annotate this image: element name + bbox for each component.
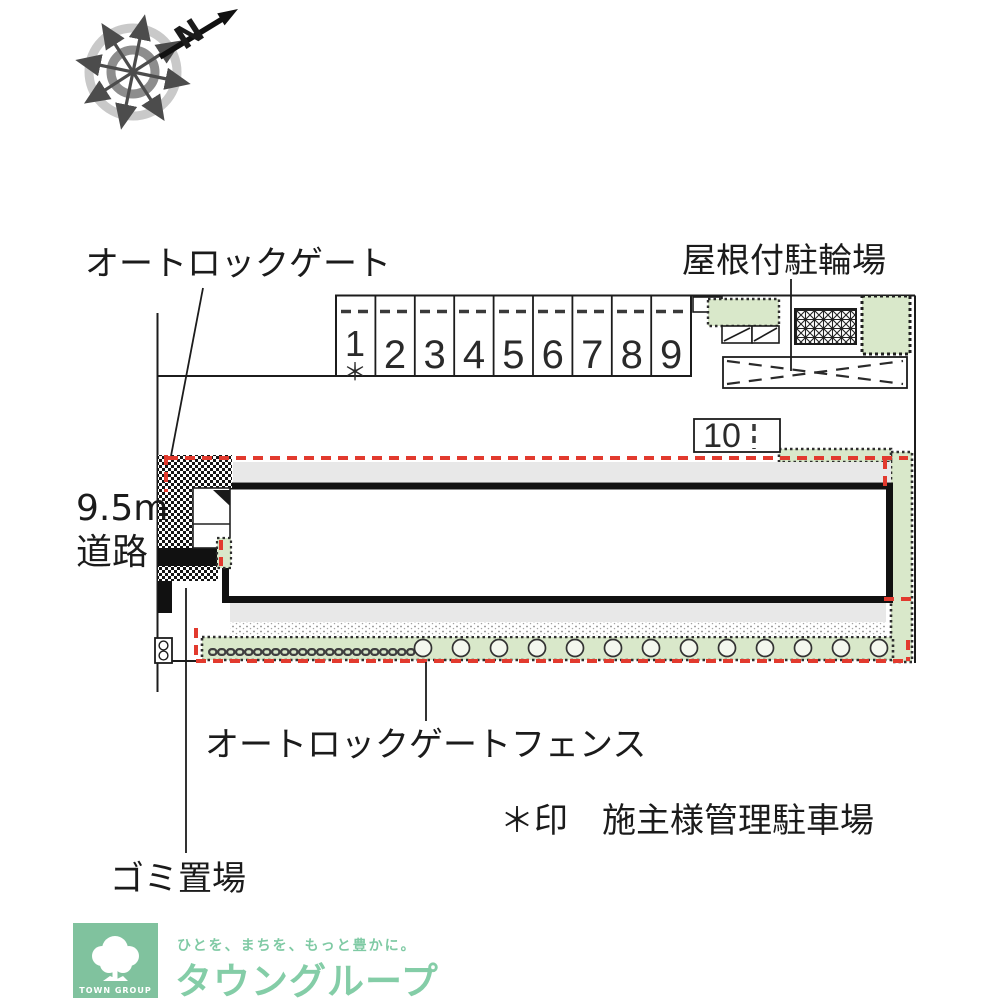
north-arrow [158, 15, 226, 60]
stall-number-4: 4 [463, 333, 485, 377]
label-road-width: 9.5m [76, 488, 168, 529]
stall-1-owner-mark: ＊ [343, 359, 367, 386]
stall-number-5: 5 [502, 333, 524, 377]
fence-shrub-row [208, 638, 889, 658]
label-garbage: ゴミ置場 [110, 859, 246, 899]
stall-number-6: 6 [542, 333, 564, 377]
label-covered-bike-parking: 屋根付駐輪場 [682, 241, 886, 281]
stall-number-2: 2 [384, 333, 406, 377]
leader-lines [170, 279, 792, 853]
town-group-logo: TOWN GROUP [73, 923, 158, 998]
label-road: 道路 [76, 532, 148, 573]
parking-stall-row: 1 ＊ 2 3 4 5 6 7 8 9 [335, 294, 692, 386]
stall-number-9: 9 [660, 333, 682, 377]
stall-number-1: 1 [345, 323, 365, 364]
lattice-structure [794, 308, 857, 345]
planting-top [706, 297, 781, 328]
stall-number-7: 7 [581, 333, 603, 377]
stall-number-10: 10 [703, 417, 741, 455]
parking-stall-10: 10 [693, 417, 781, 455]
walkway-strips [230, 462, 891, 636]
gate-wall [158, 548, 218, 566]
footer-brand: TOWN GROUP ひとを、まちを、もっと豊かに。 タウングループ [73, 923, 773, 1000]
north-arrowhead [217, 9, 238, 26]
stall-number-8: 8 [621, 333, 643, 377]
entrance-steps [721, 325, 780, 344]
planting-square [860, 294, 912, 356]
stall-number-3: 3 [423, 333, 445, 377]
gate-post [158, 581, 172, 613]
compass: N [75, 9, 238, 130]
label-auto-lock-gate: オートロックゲート [85, 244, 391, 284]
building-outline [222, 482, 893, 603]
brand-name: タウングループ [175, 960, 439, 1000]
label-fence: オートロックゲートフェンス [205, 725, 646, 765]
bicycle-roof [722, 356, 908, 389]
entrance-gate-zone [158, 455, 233, 613]
label-owner-note: ＊印 施主様管理駐車場 [500, 801, 874, 841]
logo-caption: TOWN GROUP [79, 986, 152, 995]
utility-box [154, 637, 173, 664]
auto-lock-fence-line [164, 455, 912, 663]
tree-icon [92, 936, 139, 981]
bicycle-parking-structures [692, 294, 912, 389]
brand-tagline: ひとを、まちを、もっと豊かに。 [177, 938, 417, 954]
